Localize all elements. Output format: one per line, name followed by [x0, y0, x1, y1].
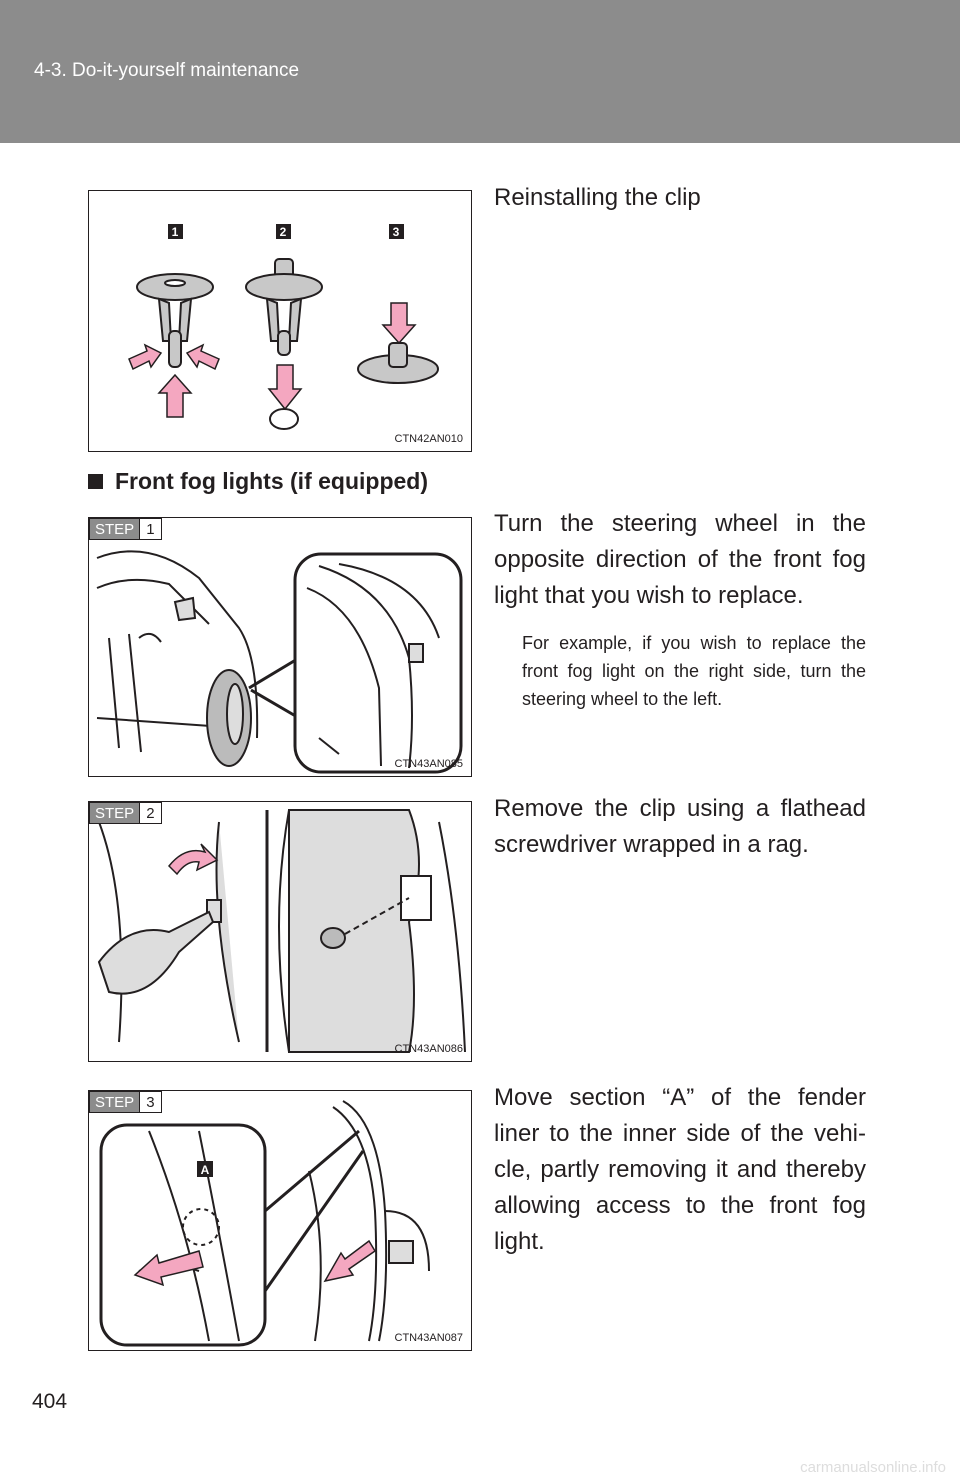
- step1-note: For example, if you wish to replace the …: [522, 633, 866, 709]
- clip-1: [136, 273, 214, 368]
- rotate-arrow: [167, 843, 219, 876]
- label-box-3: [389, 224, 404, 239]
- step3-text: Move section “A” of the fender liner to …: [494, 1084, 866, 1255]
- arrow-right: [185, 343, 220, 371]
- callout-box: [197, 1161, 213, 1177]
- figure-code: CTN43AN086: [394, 1043, 463, 1055]
- page-header: 4-3. Do-it-yourself maintenance: [0, 0, 960, 143]
- label-box-2: [276, 224, 291, 239]
- arrow-down-3: [381, 302, 417, 345]
- step-number: 1: [139, 519, 161, 539]
- clip-illustration: 1 2 3: [128, 224, 439, 430]
- arrow-up: [157, 373, 193, 418]
- step3-figure: A STEP 3 CTN43AN087: [88, 1090, 472, 1351]
- step1-text: Turn the steering wheel in the opposite …: [494, 510, 866, 609]
- section-heading: Front fog lights (if equipped): [88, 468, 428, 495]
- reinstall-text: Reinstalling the clip: [494, 184, 701, 211]
- step2-text: Remove the clip using a flathead screwdr…: [494, 795, 866, 858]
- step-word: STEP: [90, 519, 140, 539]
- clip-figure: 1 2 3 CTN42AN010: [88, 190, 472, 452]
- figure-code: CTN43AN085: [394, 758, 463, 770]
- step1-figure: STEP 1 CTN43AN085: [88, 517, 472, 777]
- step-word: STEP: [90, 803, 140, 823]
- arrow-down-2: [267, 364, 303, 411]
- page-number: 404: [32, 1390, 68, 1413]
- car-fender-illustration: [96, 550, 463, 774]
- hole: [269, 408, 299, 430]
- step3-badge: STEP 3: [89, 1091, 162, 1113]
- square-bullet-icon: [88, 474, 103, 489]
- zoom-circle: [293, 552, 463, 774]
- step2-figure: STEP 2 CTN43AN086: [88, 801, 472, 1062]
- step-word: STEP: [90, 1092, 140, 1112]
- step-number: 3: [139, 1092, 161, 1112]
- callout-label: A: [201, 1163, 210, 1177]
- section-title: 4-3. Do-it-yourself maintenance: [34, 60, 300, 81]
- section-heading-label: Front fog lights (if equipped): [115, 468, 428, 494]
- arrow-left-large: [133, 1250, 204, 1287]
- label-3: 3: [393, 225, 400, 239]
- watermark: carmanualsonline.info: [800, 1459, 946, 1476]
- clip-3: [357, 342, 439, 384]
- clip-2: [245, 258, 323, 356]
- label-box-1: [168, 224, 183, 239]
- step2-badge: STEP 2: [89, 802, 162, 824]
- fender-liner-illustration: A: [99, 1100, 430, 1347]
- figure-code: CTN42AN010: [394, 433, 463, 445]
- arrow-left-right-panel: [323, 1239, 377, 1283]
- label-2: 2: [280, 225, 287, 239]
- label-1: 1: [172, 225, 179, 239]
- figure-code: CTN43AN087: [394, 1332, 463, 1344]
- step-number: 2: [139, 803, 161, 823]
- clip-removal-illustration: [97, 809, 466, 1053]
- step1-badge: STEP 1: [89, 518, 162, 540]
- arrow-left: [128, 343, 163, 371]
